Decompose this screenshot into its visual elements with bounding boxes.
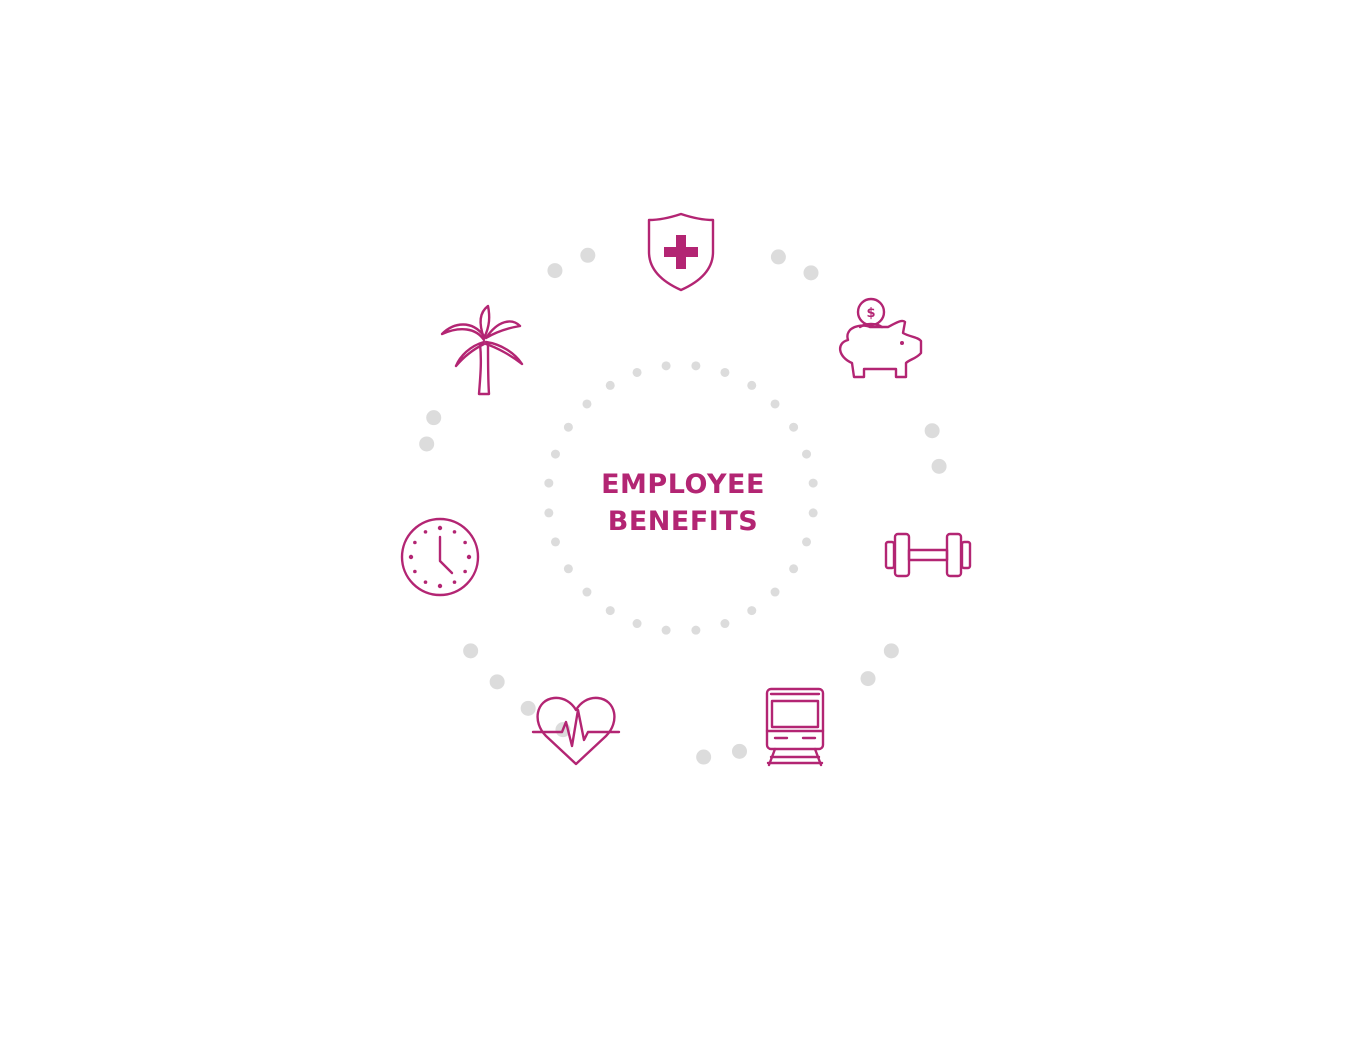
outer-dot: [580, 247, 596, 263]
outer-dot: [547, 263, 563, 279]
outer-dot: [731, 743, 747, 759]
inner-dot: [747, 380, 757, 390]
outer-dot: [426, 410, 442, 426]
inner-dot: [563, 564, 573, 574]
inner-dot: [661, 361, 671, 371]
inner-dot: [544, 508, 554, 518]
inner-dot: [720, 367, 730, 377]
inner-dot: [808, 508, 818, 518]
inner-dot: [802, 449, 812, 459]
clock-tick: [413, 540, 417, 545]
inner-dot: [605, 380, 615, 390]
clock-tick: [452, 580, 457, 584]
inner-dot: [691, 625, 701, 635]
clock-icon: [400, 517, 480, 597]
inner-dot: [770, 587, 780, 597]
outer-dot: [803, 265, 819, 281]
clock-tick: [466, 554, 472, 560]
clock-tick: [437, 525, 443, 531]
clock-tick: [452, 530, 457, 534]
title-line-2: BENEFITS: [607, 506, 759, 537]
health-shield-icon: [647, 212, 715, 292]
inner-dot: [770, 399, 780, 409]
clock-tick: [437, 583, 443, 589]
inner-dot-ring: [544, 361, 818, 635]
inner-dot: [550, 449, 560, 459]
inner-dot: [808, 478, 818, 488]
clock-tick: [463, 540, 467, 545]
outer-dot: [770, 249, 786, 265]
inner-dot: [582, 587, 592, 597]
clock-tick: [408, 554, 414, 560]
inner-dot: [550, 537, 560, 547]
outer-dot: [696, 749, 712, 765]
dumbbell-icon: [884, 532, 972, 578]
inner-dot: [747, 606, 757, 616]
inner-dot: [563, 422, 573, 432]
clock-tick: [463, 569, 467, 574]
inner-dot: [605, 606, 615, 616]
diagram-title: EMPLOYEE BENEFITS: [583, 466, 783, 540]
inner-dot: [691, 361, 701, 371]
coin-symbol: $: [866, 306, 875, 321]
outer-dot: [489, 674, 505, 690]
clock-tick: [423, 580, 428, 584]
outer-dot: [419, 436, 435, 452]
inner-dot: [582, 399, 592, 409]
outer-dot: [924, 423, 940, 439]
outer-dot: [883, 643, 899, 659]
inner-dot: [544, 478, 554, 488]
clock-tick: [413, 569, 417, 574]
inner-dot: [632, 619, 642, 629]
clock-tick: [423, 530, 428, 534]
inner-dot: [789, 422, 799, 432]
inner-dot: [632, 367, 642, 377]
train-icon: [765, 687, 825, 767]
outer-dot: [860, 671, 876, 687]
inner-dot: [720, 619, 730, 629]
inner-dot: [661, 625, 671, 635]
outer-dot: [931, 458, 947, 474]
piggy-bank-icon: $: [839, 297, 923, 379]
inner-dot: [789, 564, 799, 574]
outer-dot: [463, 643, 479, 659]
title-line-1: EMPLOYEE: [601, 469, 765, 500]
heartbeat-icon: [531, 696, 621, 766]
inner-dot: [802, 537, 812, 547]
outer-dot: [520, 700, 536, 716]
palm-tree-icon: [440, 304, 524, 396]
